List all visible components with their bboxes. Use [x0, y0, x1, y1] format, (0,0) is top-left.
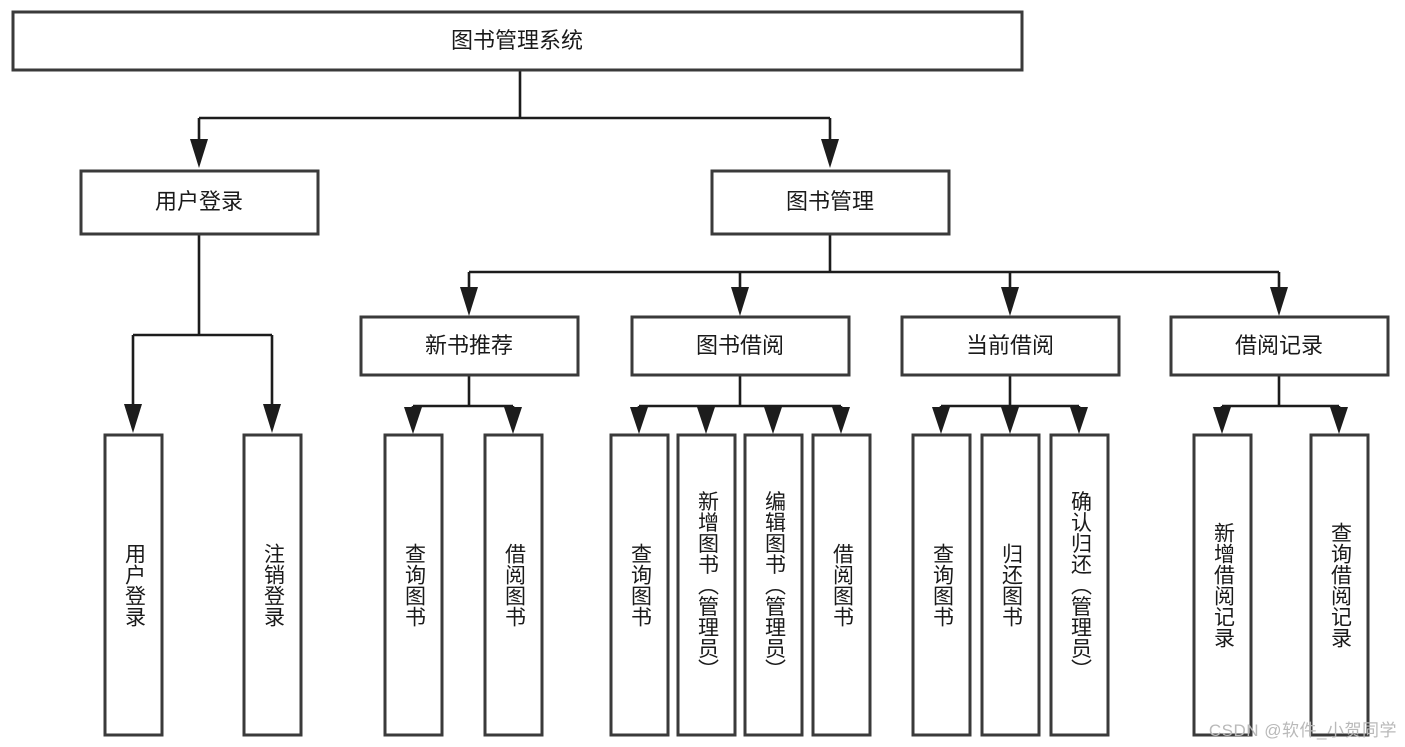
arrow-head-user-login [190, 139, 208, 168]
arrow-head-leaf-current-borrow-2 [1001, 407, 1019, 434]
leaf-current-borrow-2[interactable]: 归还图书 [980, 433, 1041, 737]
leaf-book-borrow-1[interactable]: 查询图书 [609, 433, 670, 737]
leaf-label-current-borrow-2: 归还图书 [999, 543, 1023, 627]
leaf-borrow-record-1[interactable]: 新增借阅记录 [1192, 433, 1253, 737]
leaf-new-book-2[interactable]: 借阅图书 [483, 433, 544, 737]
arrow-head-leaf-book-borrow-2 [697, 407, 715, 434]
leaf-book-borrow-4[interactable]: 借阅图书 [811, 433, 872, 737]
arrow-head-book-borrow [731, 287, 749, 316]
node-current-borrow[interactable]: 当前借阅 [900, 315, 1121, 377]
leaf-label-new-book-1: 查询图书 [402, 543, 426, 627]
arrow-head-leaf-user-login-2 [263, 404, 281, 433]
arrow-head-leaf-new-book-1 [404, 407, 422, 434]
leaf-label-book-borrow-1: 查询图书 [628, 543, 652, 627]
leaf-label-current-borrow-3: 确认归还（管理员） [1068, 491, 1092, 680]
leaf-current-borrow-3[interactable]: 确认归还（管理员） [1049, 433, 1110, 737]
node-book-borrow[interactable]: 图书借阅 [630, 315, 851, 377]
node-book-manage[interactable]: 图书管理 [710, 169, 951, 236]
node-user-login[interactable]: 用户登录 [79, 169, 320, 236]
arrow-head-leaf-borrow-record-1 [1213, 407, 1231, 434]
arrow-head-leaf-book-borrow-3 [764, 407, 782, 434]
arrow-head-book-manage [821, 139, 839, 168]
leaf-label-book-borrow-3: 编辑图书（管理员） [762, 491, 786, 680]
node-label-user-login: 用户登录 [155, 189, 243, 214]
leaf-user-login-1[interactable]: 用户登录 [103, 433, 164, 737]
leaf-label-current-borrow-1: 查询图书 [930, 543, 954, 627]
arrow-head-current-borrow [1001, 287, 1019, 316]
leaf-book-borrow-3[interactable]: 编辑图书（管理员） [743, 433, 804, 737]
arrow-head-new-book-recommend [460, 287, 478, 316]
leaf-new-book-1[interactable]: 查询图书 [383, 433, 444, 737]
node-label-current-borrow: 当前借阅 [966, 333, 1054, 358]
leaf-user-login-2[interactable]: 注销登录 [242, 433, 303, 737]
node-label-book-manage: 图书管理 [786, 189, 874, 214]
connector-layer [124, 70, 1348, 434]
arrow-head-leaf-borrow-record-2 [1330, 407, 1348, 434]
leaf-label-book-borrow-2: 新增图书（管理员） [695, 491, 719, 680]
node-label-book-borrow: 图书借阅 [696, 333, 784, 358]
leaf-label-user-login-1: 用户登录 [122, 543, 146, 627]
node-label-borrow-record: 借阅记录 [1235, 333, 1323, 358]
leaf-current-borrow-1[interactable]: 查询图书 [911, 433, 972, 737]
arrow-head-leaf-user-login-1 [124, 404, 142, 433]
arrow-head-leaf-current-borrow-3 [1070, 407, 1088, 434]
arrow-head-leaf-new-book-2 [504, 407, 522, 434]
arrow-head-borrow-record [1270, 287, 1288, 316]
leaf-label-book-borrow-4: 借阅图书 [830, 543, 854, 627]
leaf-label-new-book-2: 借阅图书 [502, 543, 526, 627]
csdn-watermark: CSDN @软件_小贺同学 [1208, 721, 1397, 740]
leaf-label-borrow-record-1: 新增借阅记录 [1211, 522, 1235, 648]
leaf-label-borrow-record-2: 查询借阅记录 [1328, 522, 1352, 648]
node-root-system[interactable]: 图书管理系统 [11, 10, 1024, 72]
arrow-head-leaf-book-borrow-1 [630, 407, 648, 434]
arrow-head-leaf-book-borrow-4 [832, 407, 850, 434]
node-borrow-record[interactable]: 借阅记录 [1169, 315, 1390, 377]
leaf-label-user-login-2: 注销登录 [261, 543, 285, 627]
leaf-book-borrow-2[interactable]: 新增图书（管理员） [676, 433, 737, 737]
leaf-borrow-record-2[interactable]: 查询借阅记录 [1309, 433, 1370, 737]
node-label-root-system: 图书管理系统 [451, 28, 583, 53]
node-new-book-recommend[interactable]: 新书推荐 [359, 315, 580, 377]
node-label-new-book-recommend: 新书推荐 [425, 333, 513, 358]
arrow-head-leaf-current-borrow-1 [932, 407, 950, 434]
